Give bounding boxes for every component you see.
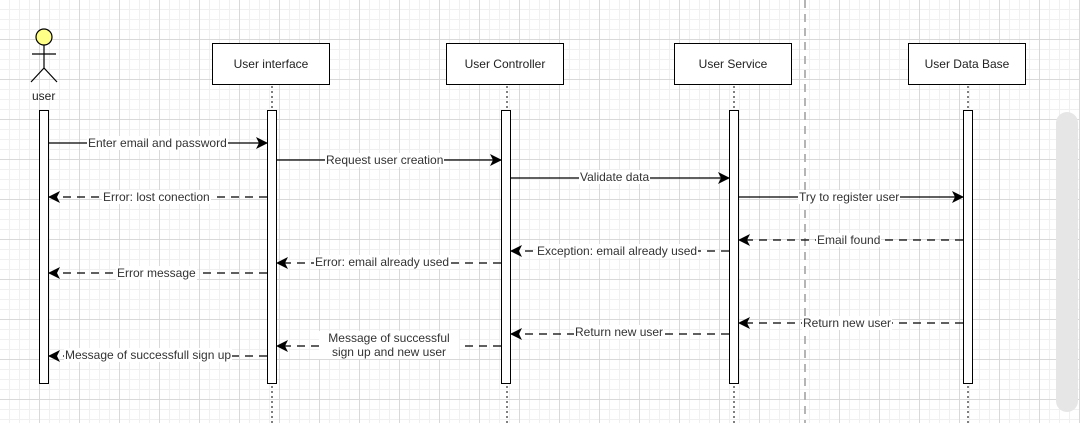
message-label[interactable]: Error: lost conection [102, 190, 211, 204]
message-label[interactable]: Message of successfull sign up [64, 348, 233, 362]
message-label[interactable]: Try to register user [798, 190, 901, 204]
activation-user-controller[interactable] [501, 110, 511, 384]
activation-user-data-base[interactable] [963, 110, 973, 384]
vertical-scrollbar[interactable] [1056, 112, 1078, 412]
actor-label[interactable]: user [32, 89, 56, 103]
message-label[interactable]: Request user creation [325, 153, 445, 167]
actor-head [35, 28, 53, 46]
message-label[interactable]: Error: email already used [314, 255, 451, 269]
message-label[interactable]: Error message [116, 266, 197, 280]
activation-user[interactable] [39, 110, 49, 384]
activation-user-interface[interactable] [267, 110, 277, 384]
message-label[interactable]: Message of successful sign up and new us… [319, 331, 459, 359]
message-label[interactable]: Return new user [574, 325, 665, 339]
participant-user-data-base[interactable]: User Data Base [908, 43, 1026, 85]
participant-user-interface[interactable]: User interface [212, 43, 330, 85]
participant-user-service[interactable]: User Service [674, 43, 792, 85]
actor-figure[interactable] [30, 28, 58, 83]
participant-user-controller[interactable]: User Controller [446, 43, 564, 85]
message-label[interactable]: Return new user [802, 316, 893, 330]
message-label[interactable]: Email found [816, 233, 882, 247]
message-label[interactable]: Validate data [579, 170, 651, 184]
message-label[interactable]: Enter email and password [87, 136, 228, 150]
activation-user-service[interactable] [729, 110, 739, 384]
message-label[interactable]: Exception: email already used [536, 244, 699, 258]
